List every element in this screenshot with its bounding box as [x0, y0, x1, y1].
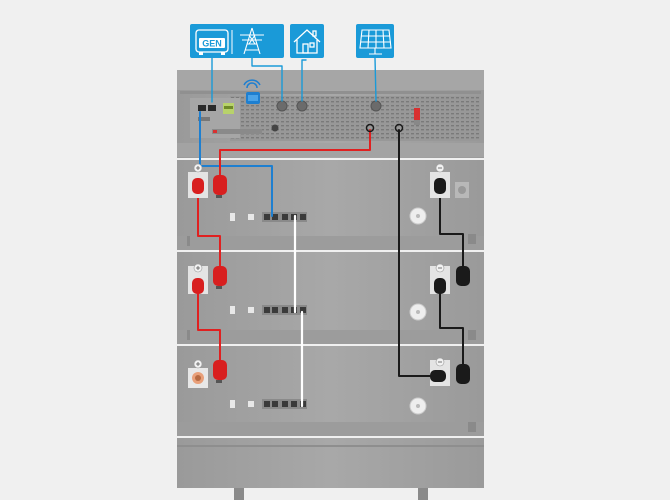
module-2-negative-terminal	[430, 263, 470, 294]
positive-ring-terminal	[365, 123, 375, 133]
black-cable-module-2-to-3	[439, 285, 464, 377]
dip-switch	[198, 117, 210, 121]
cables	[197, 51, 464, 408]
module-2-positive-terminal	[188, 263, 227, 294]
wifi-module	[243, 79, 261, 104]
red-switch	[414, 108, 420, 120]
solar-icon-box	[356, 24, 394, 58]
ac-connector-gen	[276, 100, 288, 112]
negative-ring-terminal	[394, 123, 404, 133]
module-1-positive-terminal	[188, 163, 227, 198]
solar-panel-icon	[359, 29, 392, 55]
gen-grid-icon-group: GEN	[190, 24, 284, 58]
rs485-ports	[212, 129, 262, 134]
cabinet-base	[177, 438, 484, 488]
battery-terminals	[188, 163, 470, 386]
black-cable-module-1-to-2	[439, 187, 464, 277]
inverter-dc-terminals	[365, 123, 404, 133]
module-3-negative-terminal	[430, 357, 470, 386]
cabinet-foot-right	[418, 488, 428, 500]
blue-comm-cable	[199, 111, 273, 217]
home-icon-box	[290, 24, 324, 58]
grid-feed-line	[251, 51, 283, 102]
wifi-icon	[243, 79, 261, 89]
module-3-details	[188, 368, 427, 415]
red-cable-inverter-to-module-1	[219, 129, 371, 189]
power-knob	[271, 124, 279, 132]
generator-icon: GEN	[195, 29, 229, 55]
pv-connector	[370, 100, 382, 112]
house-icon	[293, 29, 321, 54]
network-port-2	[208, 105, 216, 111]
power-tower-icon	[240, 27, 264, 55]
network-port-1	[198, 105, 206, 111]
black-cable-inverter-to-module-3	[398, 129, 441, 377]
ac-connector-load	[296, 100, 308, 112]
module-1-negative-terminal	[430, 163, 450, 198]
cabinet-foot-left	[234, 488, 244, 500]
cabinet	[177, 70, 484, 500]
module-2-details	[230, 303, 427, 321]
battery-module-2	[177, 252, 484, 344]
inverter-unit	[177, 70, 484, 158]
solar-feed-line	[374, 57, 377, 102]
generator-label: GEN	[202, 39, 222, 49]
vent-grille	[230, 96, 480, 141]
red-cable-module-1-to-2	[197, 187, 221, 273]
red-cable-module-2-to-3	[197, 285, 221, 369]
module-status-leds	[230, 213, 235, 221]
module-3-positive-terminal	[193, 359, 227, 383]
home-feed-line	[301, 59, 307, 102]
